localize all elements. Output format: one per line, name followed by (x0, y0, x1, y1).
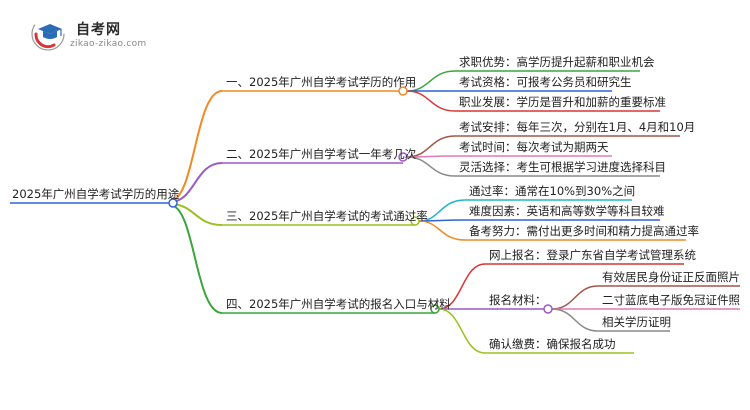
branch-2-junction (398, 152, 408, 162)
branch-4-label: 四、2025年广州自学考试的报名入口与材料 (226, 297, 451, 311)
materials-junction (543, 304, 553, 314)
materials-item: 有效居民身份证正反面照片 (602, 270, 740, 284)
branch-2-item: 灵活选择：考生可根据学习进度选择科目 (459, 160, 666, 174)
branch-1-item: 考试资格：可报考公务员和研究生 (459, 75, 632, 89)
branch-3-junction (410, 216, 420, 226)
branch-2-item: 考试时间：每次考试为期两天 (459, 140, 609, 154)
branch-3-item: 通过率：通常在10%到30%之间 (469, 184, 636, 198)
branch-1-label: 一、2025年广州自学考试学历的作用 (226, 75, 417, 89)
branch-1-item: 求职优势：高学历提升起薪和职业机会 (459, 55, 655, 69)
branch-1-junction (398, 86, 408, 96)
branch-3-item: 难度因素：英语和高等数学等科目较难 (469, 204, 665, 218)
branch-1-item: 职业发展：学历是晋升和加薪的重要标准 (459, 95, 666, 109)
branch-2-label: 二、2025年广州自学考试一年考几次 (226, 147, 417, 161)
site-url: zikao-zikao.com (70, 39, 147, 49)
graduation-cap-icon (31, 17, 65, 51)
branch-4-item: 确认缴费：确保报名成功 (489, 337, 616, 351)
branch-3-label: 三、2025年广州自学考试的考试通过率 (226, 209, 428, 223)
branch-3-item: 备考努力：需付出更多时间和精力提高通过率 (469, 224, 699, 238)
materials-item: 二寸蓝底电子版免冠证件照 (602, 293, 740, 307)
branch-4-item: 网上报名：登录广东省自学考试管理系统 (489, 248, 696, 262)
branch-2-item: 考试安排：每年三次，分别在1月、4月和10月 (459, 120, 696, 134)
site-name: 自考网 (76, 22, 121, 38)
root-node: 2025年广州自学考试学历的用途 (12, 187, 180, 201)
site-logo[interactable]: 自考网 zikao-zikao.com (30, 16, 170, 56)
branch-4-item: 报名材料： (489, 293, 547, 307)
branch-4-junction (430, 304, 440, 314)
materials-item: 相关学历证明 (602, 315, 671, 329)
root-junction (168, 198, 178, 208)
